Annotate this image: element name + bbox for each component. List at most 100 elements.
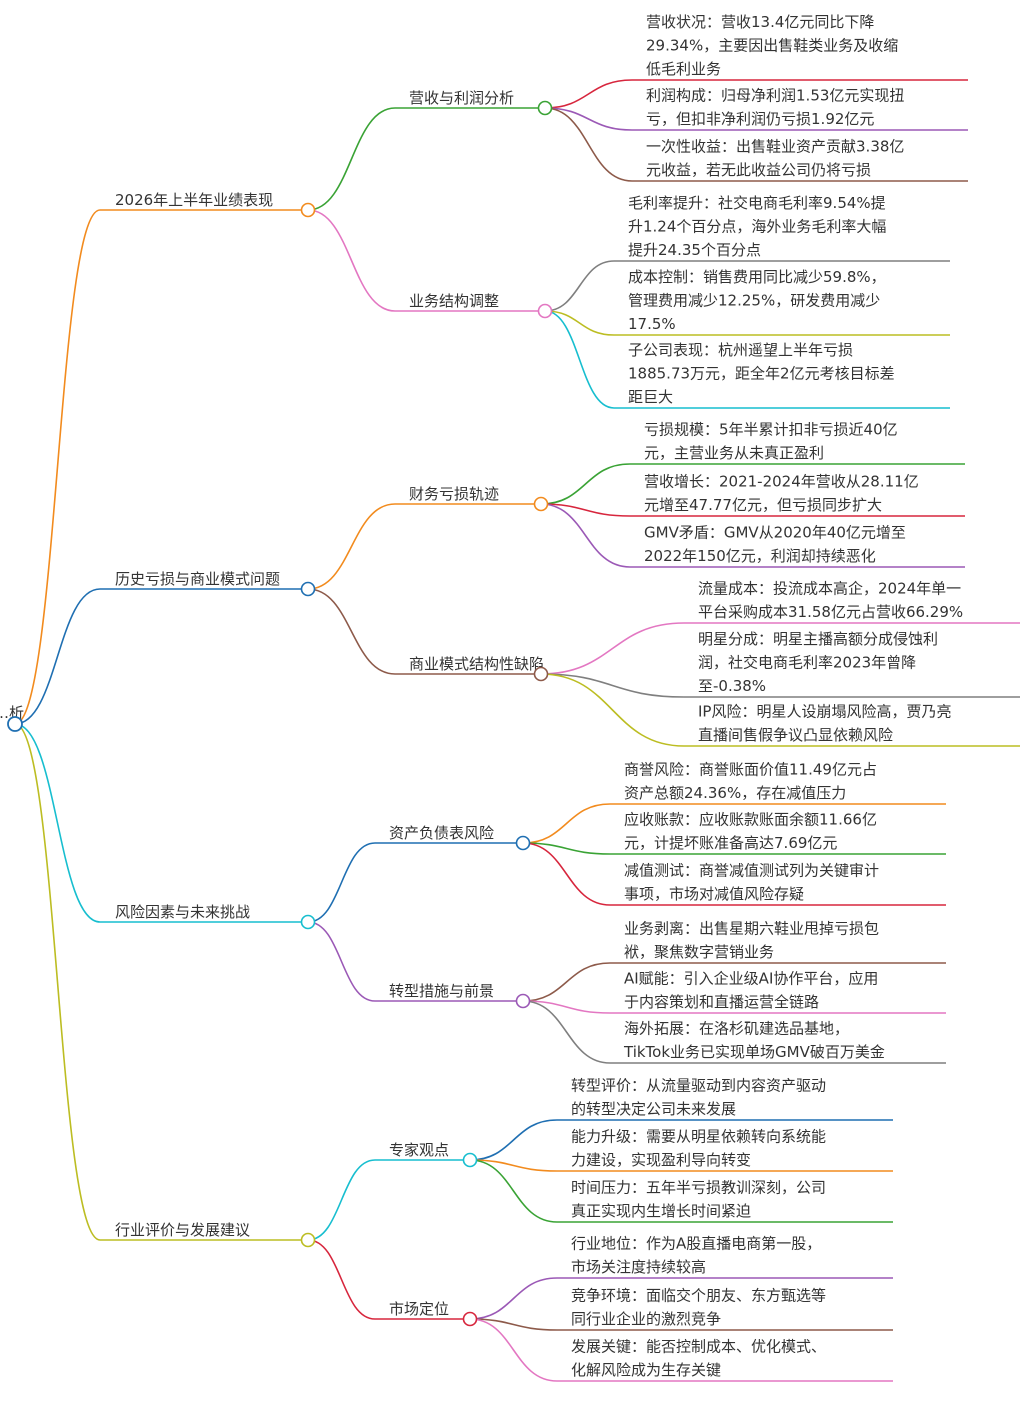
leaf-text-3-1-1-1: 同行业企业的激烈竞争 xyxy=(571,1310,721,1328)
branch-label-2: 风险因素与未来挑战 xyxy=(115,903,250,921)
leaf-text-3-0-0-0: 转型评价：从流量驱动到内容资产驱动 xyxy=(571,1077,826,1095)
leaf-link-0-1-2 xyxy=(544,310,615,409)
leaf-text-2-0-0-1: 资产总额24.36%，存在减值压力 xyxy=(624,784,846,802)
leaf-link-1-0-0 xyxy=(540,463,631,505)
leaf-link-1-1-2 xyxy=(540,673,685,747)
root-link-2 xyxy=(14,723,101,923)
leaf-text-2-0-1-0: 应收账款：应收账款账面余额11.66亿 xyxy=(624,811,877,829)
branch-node-2[interactable] xyxy=(300,914,316,930)
leaf-text-0-1-0-2: 提升24.35个百分点 xyxy=(628,241,761,259)
leaf-text-2-1-2-0: 海外拓展：在洛杉矶建选品基地， xyxy=(624,1020,849,1038)
sub-node-0-1[interactable] xyxy=(537,303,553,319)
leaf-text-1-0-0-1: 元，主营业务从未真正盈利 xyxy=(644,444,824,462)
leaf-text-3-0-1-1: 力建设，实现盈利导向转变 xyxy=(571,1151,751,1169)
leaf-text-1-1-1-0: 明星分成：明星主播高额分成侵蚀利 xyxy=(698,630,938,648)
leaf-link-1-0-1 xyxy=(540,503,631,517)
leaf-link-2-0-0 xyxy=(522,803,611,844)
sub-link-1-0 xyxy=(307,503,396,590)
sub-node-3-0[interactable] xyxy=(462,1152,478,1168)
leaf-link-2-1-1 xyxy=(522,1000,611,1014)
sub-label-0-1: 业务结构调整 xyxy=(409,292,499,310)
leaf-link-3-0-0 xyxy=(469,1119,558,1161)
branch-label-0: 2026年上半年业绩表现 xyxy=(115,191,273,209)
leaf-text-0-1-0-1: 升1.24个百分点，海外业务毛利率大幅 xyxy=(628,218,886,236)
sub-node-2-1[interactable] xyxy=(515,993,531,1009)
leaf-link-3-1-1 xyxy=(469,1318,558,1331)
leaf-link-3-1-0 xyxy=(469,1277,558,1320)
sub-node-3-1[interactable] xyxy=(462,1311,478,1327)
leaf-link-3-0-1 xyxy=(469,1159,558,1172)
leaf-text-0-0-1-0: 利润构成：归母净利润1.53亿元实现扭 xyxy=(646,87,904,105)
leaf-link-1-0-2 xyxy=(540,503,631,568)
sub-node-2-0[interactable] xyxy=(515,835,531,851)
leaf-text-1-0-2-1: 2022年150亿元，利润却持续恶化 xyxy=(644,547,876,565)
leaf-link-0-0-2 xyxy=(544,107,633,182)
sub-label-2-1: 转型措施与前景 xyxy=(389,982,494,1000)
leaf-text-1-1-0-0: 流量成本：投流成本高企，2024年单一 xyxy=(698,580,961,598)
leaf-text-0-0-0-0: 营收状况：营收13.4亿元同比下降 xyxy=(646,13,874,31)
leaf-text-2-1-1-1: 于内容策划和直播运营全链路 xyxy=(624,993,819,1011)
leaf-link-1-1-1 xyxy=(540,673,685,698)
leaf-link-3-1-2 xyxy=(469,1318,558,1382)
leaf-text-2-0-2-1: 事项，市场对减值风险存疑 xyxy=(624,885,804,903)
leaf-link-2-1-2 xyxy=(522,1000,611,1064)
branch-label-1: 历史亏损与商业模式问题 xyxy=(115,570,280,588)
leaf-text-2-0-0-0: 商誉风险：商誉账面价值11.49亿元占 xyxy=(624,761,877,779)
leaf-text-1-0-0-0: 亏损规模：5年半累计扣非亏损近40亿 xyxy=(644,421,898,439)
leaf-text-3-1-2-1: 化解风险成为生存关键 xyxy=(571,1361,721,1379)
leaf-text-2-0-1-1: 元，计提坏账准备高达7.69亿元 xyxy=(624,834,837,852)
branch-node-3[interactable] xyxy=(300,1232,316,1248)
leaf-link-2-0-1 xyxy=(522,842,611,855)
leaf-text-0-1-2-0: 子公司表现：杭州遥望上半年亏损 xyxy=(628,341,853,359)
leaf-text-0-0-0-1: 29.34%，主要因出售鞋类业务及收缩 xyxy=(646,37,898,55)
leaf-text-2-1-0-1: 袱，聚焦数字营销业务 xyxy=(624,943,774,961)
nodes-layer xyxy=(7,100,553,1327)
labels-layer: 2026年上半年业绩表现 营收与利润分析 营收状况：营收13.4亿元同比下降 29.3… xyxy=(0,13,963,1379)
branch-node-1[interactable] xyxy=(300,581,316,597)
sub-link-3-0 xyxy=(307,1159,376,1241)
sub-label-3-0: 专家观点 xyxy=(389,1141,449,1159)
leaf-text-3-1-1-0: 竞争环境：面临交个朋友、东方甄选等 xyxy=(571,1287,826,1305)
leaf-text-3-1-2-0: 发展关键：能否控制成本、优化模式、 xyxy=(571,1338,826,1356)
leaf-text-1-1-1-2: 至-0.38% xyxy=(698,677,766,695)
leaf-text-0-0-2-0: 一次性收益：出售鞋业资产贡献3.38亿 xyxy=(646,138,904,156)
sub-link-2-0 xyxy=(307,842,376,923)
root-link-1 xyxy=(14,588,101,725)
sub-label-3-1: 市场定位 xyxy=(389,1300,449,1318)
root-node[interactable] xyxy=(7,716,23,732)
sub-link-2-1 xyxy=(307,921,376,1002)
leaf-text-0-1-1-0: 成本控制：销售费用同比减少59.8%， xyxy=(628,268,886,286)
leaf-text-0-1-1-2: 17.5% xyxy=(628,315,676,333)
leaf-text-2-1-1-0: AI赋能：引入企业级AI协作平台，应用 xyxy=(624,970,878,988)
leaf-text-0-1-0-0: 毛利率提升：社交电商毛利率9.54%提 xyxy=(628,194,886,212)
leaf-text-3-1-0-0: 行业地位：作为A股直播电商第一股， xyxy=(571,1235,821,1253)
leaf-text-0-1-1-1: 管理费用减少12.25%，研发费用减少 xyxy=(628,292,880,310)
leaf-text-2-0-2-0: 减值测试：商誉减值测试列为关键审计 xyxy=(624,862,879,880)
leaf-text-0-0-1-1: 亏，但扣非净利润仍亏损1.92亿元 xyxy=(646,110,874,128)
leaf-text-3-1-0-1: 市场关注度持续较高 xyxy=(571,1258,706,1276)
sub-link-0-0 xyxy=(307,107,396,211)
leaf-text-1-1-2-1: 直播间售假争议凸显依赖风险 xyxy=(698,726,893,744)
leaf-text-1-1-1-1: 润，社交电商毛利率2023年曾降 xyxy=(698,654,916,672)
root-link-3 xyxy=(14,723,101,1241)
branch-label-3: 行业评价与发展建议 xyxy=(115,1221,250,1239)
leaf-text-1-0-1-1: 元增至47.77亿元，但亏损同步扩大 xyxy=(644,496,882,514)
sub-label-1-1: 商业模式结构性缺陷 xyxy=(409,655,544,673)
sub-label-2-0: 资产负债表风险 xyxy=(389,824,494,842)
leaf-link-2-1-0 xyxy=(522,962,611,1002)
sub-node-1-0[interactable] xyxy=(533,496,549,512)
leaf-link-0-1-0 xyxy=(544,260,615,312)
sub-node-0-0[interactable] xyxy=(537,100,553,116)
sub-link-3-1 xyxy=(307,1239,376,1320)
leaf-text-3-0-2-0: 时间压力：五年半亏损教训深刻，公司 xyxy=(571,1179,826,1197)
branch-node-0[interactable] xyxy=(300,202,316,218)
sub-label-0-0: 营收与利润分析 xyxy=(409,89,514,107)
sub-node-1-1[interactable] xyxy=(533,666,549,682)
leaf-link-0-0-1 xyxy=(544,107,633,131)
links-layer xyxy=(14,79,1020,1382)
leaf-text-3-0-1-0: 能力升级：需要从明星依赖转向系统能 xyxy=(571,1128,826,1146)
leaf-link-1-1-0 xyxy=(540,622,685,675)
sub-link-0-1 xyxy=(307,209,396,312)
leaf-text-0-0-2-1: 元收益，若无此收益公司仍将亏损 xyxy=(646,161,871,179)
